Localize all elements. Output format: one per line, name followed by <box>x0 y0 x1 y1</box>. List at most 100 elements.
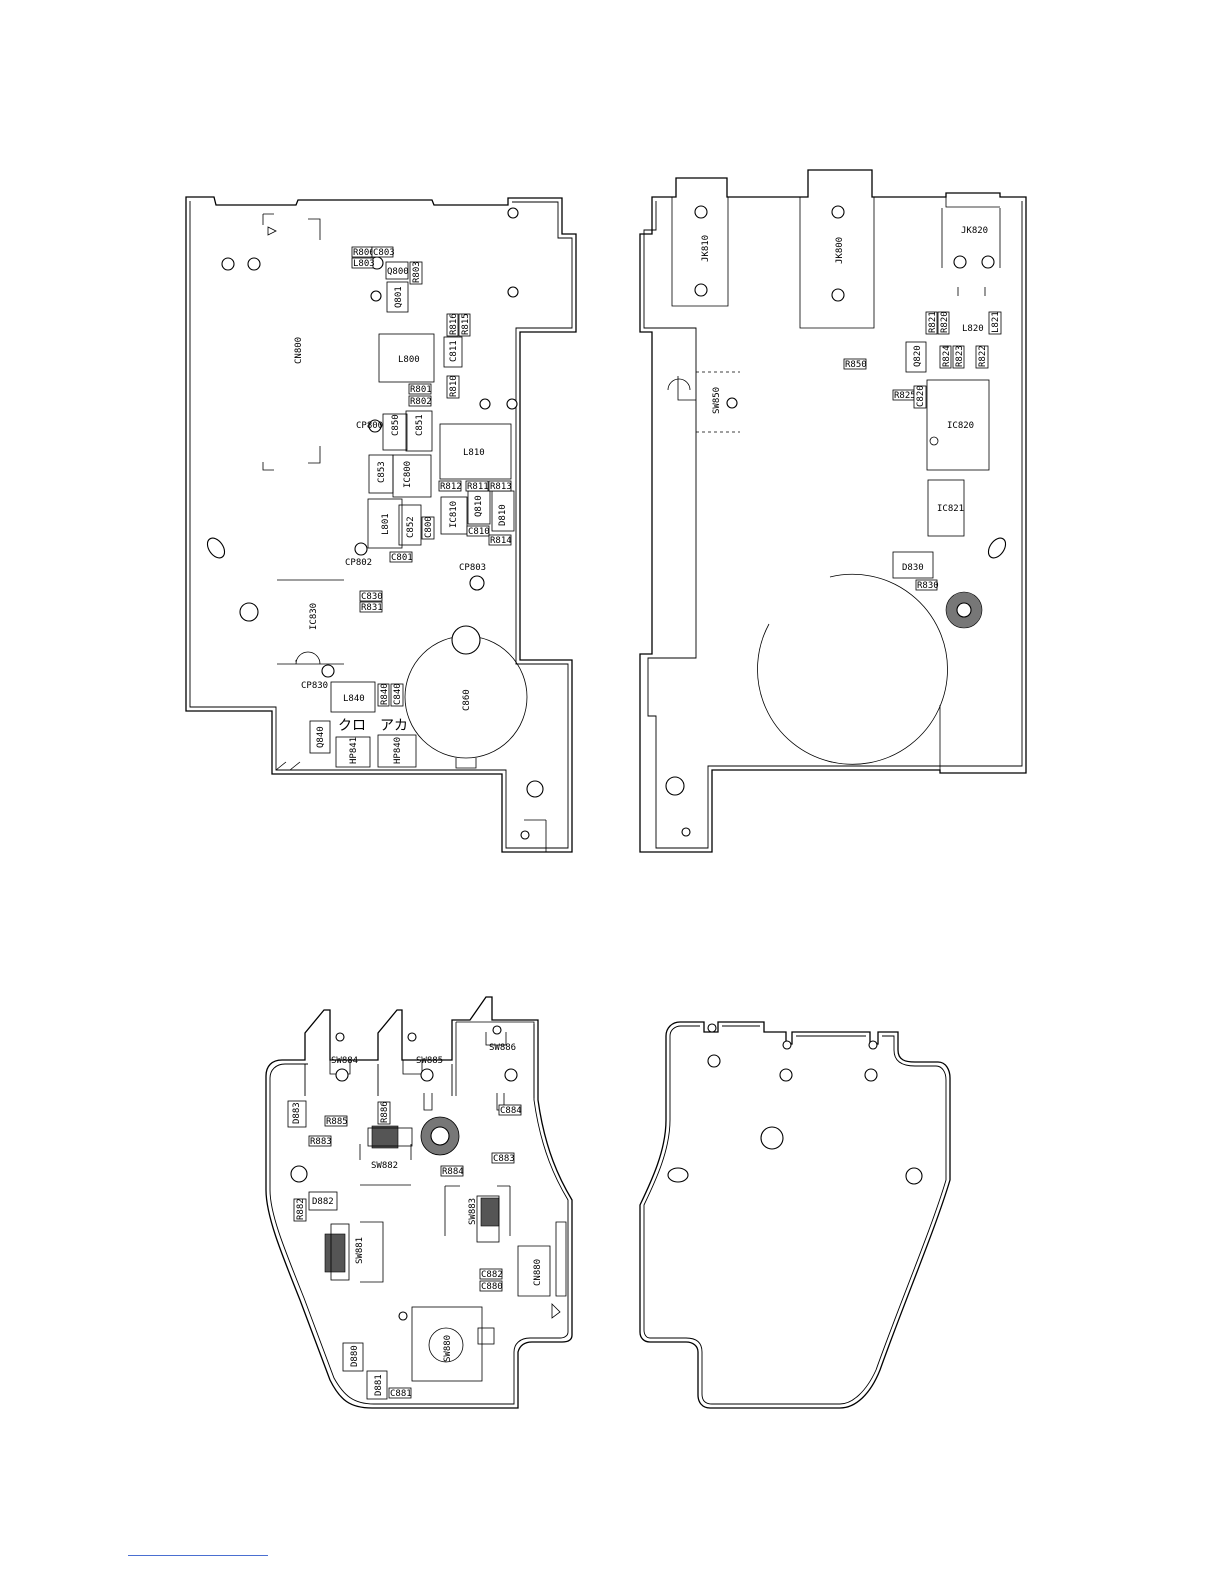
svg-text:L821: L821 <box>991 311 1001 333</box>
svg-text:CP800: CP800 <box>356 421 383 431</box>
label-R825: R825 <box>892 389 916 401</box>
label-L803: L803 <box>351 257 375 269</box>
svg-text:SW880: SW880 <box>443 1335 453 1362</box>
label-IC820: IC820 <box>947 421 974 431</box>
svg-text:Q840: Q840 <box>316 726 326 748</box>
svg-text:C800: C800 <box>424 516 434 538</box>
label-R820: R820 <box>937 311 950 335</box>
svg-text:D810: D810 <box>498 504 508 526</box>
svg-text:SW850: SW850 <box>712 387 722 414</box>
label-R802: R802 <box>408 395 432 407</box>
label-L821: L821 <box>988 311 1002 335</box>
svg-text:Q801: Q801 <box>394 286 404 308</box>
svg-text:HP841: HP841 <box>349 737 359 764</box>
svg-text:IC820: IC820 <box>947 421 974 431</box>
label-C860: C860 <box>462 689 472 711</box>
label-D883: D883 <box>287 1100 307 1128</box>
svg-text:CP803: CP803 <box>459 563 486 573</box>
svg-text:D880: D880 <box>350 1345 360 1367</box>
main-board-front-labels: R806 C803 L803 Q800 R803 Q801 CN800 R816… <box>294 246 512 764</box>
label-R840: R840 <box>377 683 390 707</box>
svg-text:R815: R815 <box>461 313 471 335</box>
label-CP802: CP802 <box>345 558 372 568</box>
svg-text:R882: R882 <box>296 1198 306 1220</box>
svg-text:C852: C852 <box>406 516 416 538</box>
label-Q810: Q810 <box>474 495 484 517</box>
label-R883: R883 <box>308 1135 332 1147</box>
label-R812: R812 <box>438 480 462 492</box>
label-SW882: SW882 <box>371 1161 398 1171</box>
label-D882: D882 <box>308 1191 338 1211</box>
label-R821: R821 <box>925 311 938 335</box>
label-R824: R824 <box>939 345 952 369</box>
label-C880: C880 <box>479 1280 503 1292</box>
label-R813: R813 <box>488 480 512 492</box>
svg-text:SW882: SW882 <box>371 1161 398 1171</box>
svg-text:C803: C803 <box>373 248 395 258</box>
svg-text:R810: R810 <box>449 375 459 397</box>
svg-text:C853: C853 <box>377 461 387 483</box>
svg-text:C882: C882 <box>481 1270 503 1280</box>
main-board-back <box>639 169 1027 853</box>
label-Q800: Q800 <box>387 267 409 277</box>
label-R801: R801 <box>408 383 432 395</box>
label-C881: C881 <box>388 1387 412 1399</box>
label-R811: R811 <box>465 480 489 492</box>
svg-text:R806: R806 <box>353 248 375 258</box>
svg-text:IC810: IC810 <box>449 501 459 528</box>
svg-text:R883: R883 <box>310 1137 332 1147</box>
label-R884: R884 <box>440 1165 464 1177</box>
label-C853: C853 <box>377 461 387 483</box>
switch-board-front <box>265 996 573 1409</box>
label-R885: R885 <box>324 1115 348 1127</box>
label-CP803: CP803 <box>459 563 486 573</box>
label-HP840: HP840 <box>393 737 403 764</box>
svg-text:SW884: SW884 <box>331 1056 358 1066</box>
svg-text:JK810: JK810 <box>701 235 711 262</box>
label-R850: R850 <box>843 358 867 370</box>
svg-text:R803: R803 <box>412 261 422 283</box>
label-IC830: IC830 <box>309 603 319 630</box>
label-Q820: Q820 <box>913 345 923 367</box>
label-R803: R803 <box>409 261 423 285</box>
svg-text:CN880: CN880 <box>533 1259 543 1286</box>
svg-text:R886: R886 <box>380 1101 390 1123</box>
svg-text:L803: L803 <box>353 259 375 269</box>
label-C800: C800 <box>421 516 435 540</box>
label-D810: D810 <box>498 504 508 526</box>
label-D880: D880 <box>350 1345 360 1367</box>
label-C851: C851 <box>415 414 425 436</box>
label-L801: L801 <box>381 513 391 535</box>
svg-text:C830: C830 <box>361 592 383 602</box>
svg-text:R830: R830 <box>917 581 939 591</box>
label-SW884: SW884 <box>331 1056 358 1066</box>
label-CP830: CP830 <box>301 681 328 691</box>
svg-text:R802: R802 <box>410 397 432 407</box>
label-SW886: SW886 <box>489 1043 516 1053</box>
label-SW885: SW885 <box>416 1056 443 1066</box>
jp-label-kuro: クロ <box>338 718 366 734</box>
jp-label-aka: アカ <box>380 718 408 734</box>
svg-text:CP830: CP830 <box>301 681 328 691</box>
label-C840: C840 <box>390 683 404 707</box>
label-R830: R830 <box>915 579 939 591</box>
label-R886: R886 <box>377 1101 391 1125</box>
label-IC800: IC800 <box>403 461 413 488</box>
svg-text:C880: C880 <box>481 1282 503 1292</box>
svg-text:R821: R821 <box>928 311 938 333</box>
label-L820: L820 <box>962 324 984 334</box>
switch-board-front-labels: SW884 SW885 SW886 D883 R886 R885 C884 R8… <box>287 1043 543 1399</box>
label-C820: C820 <box>913 385 927 409</box>
svg-text:Q820: Q820 <box>913 345 923 367</box>
svg-text:C860: C860 <box>462 689 472 711</box>
label-IC821: IC821 <box>937 504 964 514</box>
svg-text:JK800: JK800 <box>835 237 845 264</box>
label-C884: C884 <box>498 1104 522 1116</box>
switch-board-back <box>639 1021 951 1409</box>
svg-text:C883: C883 <box>493 1154 515 1164</box>
svg-text:Q810: Q810 <box>474 495 484 517</box>
label-CP800: CP800 <box>356 421 383 431</box>
svg-text:D881: D881 <box>374 1374 384 1396</box>
label-D881: D881 <box>374 1374 384 1396</box>
